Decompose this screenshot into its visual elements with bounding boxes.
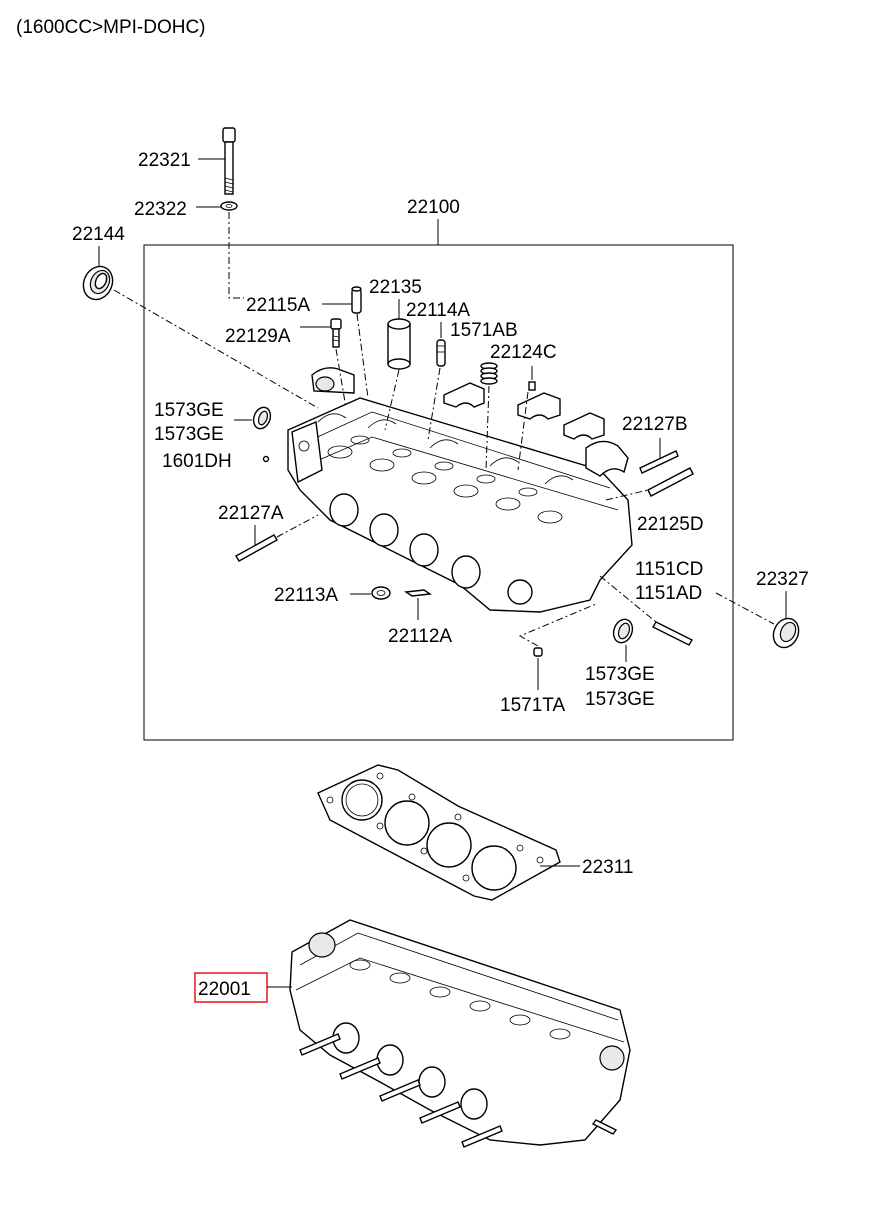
label-22124C[interactable]: 22124C <box>490 342 557 363</box>
intake-gasket-part[interactable] <box>404 589 432 597</box>
label-22127A[interactable]: 22127A <box>218 503 284 524</box>
head-bolt-washer-part[interactable] <box>220 201 238 211</box>
cylinder-head-exploded <box>287 397 633 613</box>
label-22114A[interactable]: 22114A <box>406 300 470 321</box>
engine-variant-header: (1600CC>MPI-DOHC) <box>16 17 206 38</box>
label-1573GE-b[interactable]: 1573GE <box>154 424 224 445</box>
exhaust-gasket-part[interactable] <box>371 586 391 600</box>
expansion-plug-left-part[interactable] <box>251 405 274 431</box>
label-22113A[interactable]: 22113A <box>274 585 338 606</box>
exhaust-valve-guide-part[interactable] <box>436 339 446 367</box>
valve-spring-part[interactable] <box>480 362 498 385</box>
label-1151AD[interactable]: 1151AD <box>635 583 702 604</box>
camshaft-bearing-caps <box>311 367 629 477</box>
label-1571TA[interactable]: 1571TA <box>500 695 565 716</box>
cam-cap-bolt-part[interactable] <box>330 318 342 348</box>
valve-guide-part[interactable] <box>351 286 362 314</box>
label-22321[interactable]: 22321 <box>138 150 191 171</box>
label-22135[interactable]: 22135 <box>369 277 422 298</box>
camshaft-oil-seal-part[interactable] <box>78 262 118 305</box>
stud-bolt-b-part[interactable] <box>639 450 679 474</box>
label-22144[interactable]: 22144 <box>72 224 125 245</box>
label-22001[interactable]: 22001 <box>198 979 251 1000</box>
label-22100[interactable]: 22100 <box>407 197 460 218</box>
stud-bolt-a-part[interactable] <box>235 534 278 562</box>
stud-bolt-d-part[interactable] <box>647 467 694 497</box>
label-1601DH[interactable]: 1601DH <box>162 451 232 472</box>
label-22112A[interactable]: 22112A <box>388 626 452 647</box>
label-1573GE-c[interactable]: 1573GE <box>585 664 655 685</box>
label-22125D[interactable]: 22125D <box>637 514 704 535</box>
label-1151CD[interactable]: 1151CD <box>635 559 703 580</box>
label-1573GE-a[interactable]: 1573GE <box>154 400 224 421</box>
label-22129A[interactable]: 22129A <box>225 326 291 347</box>
camshaft-end-plug-part[interactable] <box>769 614 803 651</box>
cylinder-head-assembly-part[interactable] <box>289 919 631 1148</box>
label-22115A[interactable]: 22115A <box>246 295 310 316</box>
stud-bolt-cd-part[interactable] <box>652 621 693 646</box>
head-bolt-part[interactable] <box>222 127 236 195</box>
label-22127B[interactable]: 22127B <box>622 414 688 435</box>
drain-plug-part[interactable] <box>533 647 543 657</box>
label-1571AB[interactable]: 1571AB <box>450 320 518 341</box>
expansion-plug-bottom-part[interactable] <box>610 617 635 646</box>
label-22322[interactable]: 22322 <box>134 199 187 220</box>
label-1573GE-d[interactable]: 1573GE <box>585 689 655 710</box>
dowel-pin-part[interactable] <box>528 381 536 391</box>
hydraulic-tappet-part[interactable] <box>387 318 411 370</box>
label-22311[interactable]: 22311 <box>582 857 633 878</box>
label-22327[interactable]: 22327 <box>756 569 809 590</box>
cylinder-head-gasket-part[interactable] <box>317 764 561 901</box>
small-plug-part[interactable] <box>262 455 270 463</box>
